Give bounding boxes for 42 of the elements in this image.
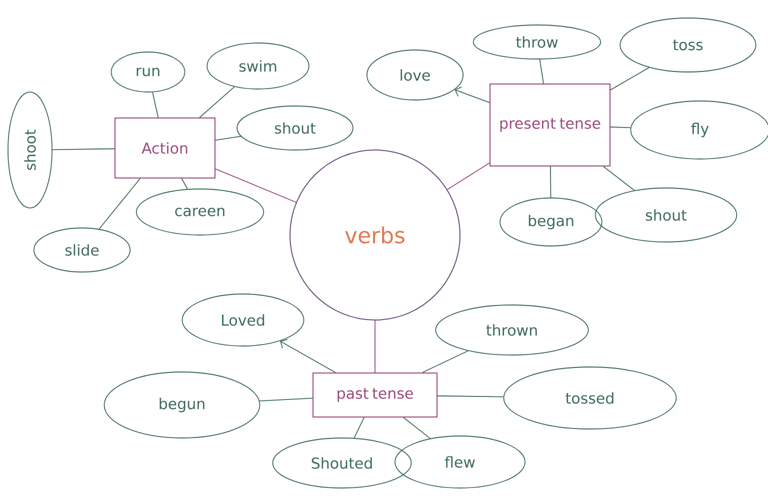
word-bubble: Shouted [272, 438, 412, 488]
word-bubble: throw [472, 24, 602, 60]
connector-line [181, 178, 188, 190]
connector-line [199, 86, 235, 118]
topic-box: present tense [490, 84, 610, 166]
connector-line [280, 339, 336, 373]
word-bubble: shoot [8, 92, 52, 208]
connector-line [354, 417, 365, 438]
topic-box: past tense [312, 372, 438, 418]
connector-line [259, 398, 313, 402]
word-bubble: love [366, 50, 464, 100]
connector-line [550, 166, 552, 198]
word-bubble: fly [630, 100, 768, 160]
word-bubble: slide [33, 228, 131, 272]
word-bubble: shout [236, 106, 354, 150]
connector-line [454, 86, 490, 104]
word-bubble: run [110, 52, 186, 92]
connector-line [403, 417, 431, 439]
connector-line [374, 320, 376, 373]
word-bubble: careen [136, 188, 264, 236]
word-bubble: thrown [435, 304, 589, 356]
connector-line [610, 67, 650, 90]
connector-line [98, 178, 141, 230]
word-bubble: tossed [503, 366, 677, 430]
word-bubble: flew [394, 436, 526, 488]
word-bubble: swim [206, 42, 310, 90]
connector-line [52, 148, 115, 150]
word-bubble: began [500, 198, 602, 246]
word-bubble: Loved [182, 294, 304, 346]
connector-line [539, 58, 544, 84]
topic-box: Action [114, 118, 216, 178]
connector-line [437, 395, 504, 398]
word-bubble: toss [620, 18, 756, 72]
connector-line [215, 136, 242, 141]
connector-line [610, 126, 631, 128]
connector-line [152, 92, 159, 118]
word-bubble: begun [104, 372, 260, 438]
connector-line [446, 162, 490, 190]
connector-line [422, 350, 468, 373]
connector-line [603, 166, 635, 191]
word-bubble: shout [594, 188, 738, 242]
connector-line [215, 168, 296, 203]
